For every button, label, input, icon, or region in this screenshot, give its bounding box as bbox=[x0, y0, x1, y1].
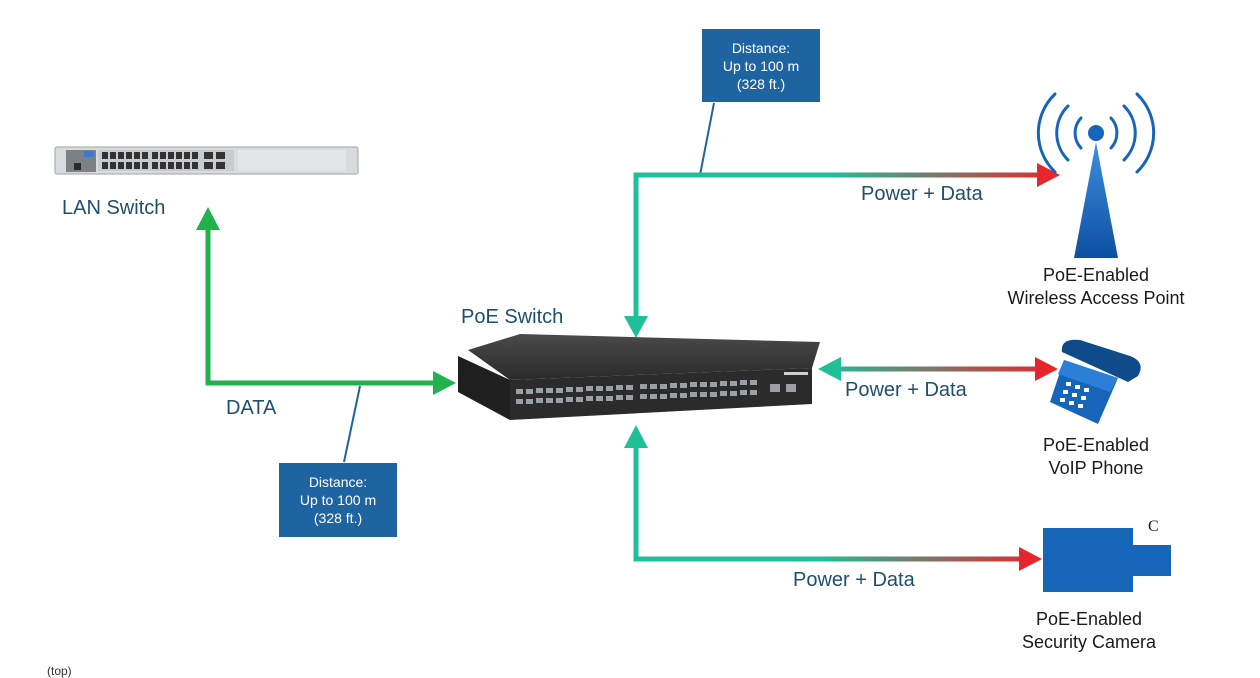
distance-note-bottom-line1: Distance: bbox=[308, 474, 368, 490]
voip-link-arrow-right bbox=[1035, 357, 1058, 381]
camera-mark: C bbox=[1148, 518, 1159, 535]
wap-label: PoE-Enabled Wireless Access Point bbox=[986, 264, 1206, 310]
wap-label-line1: PoE-Enabled bbox=[1042, 265, 1150, 285]
footer-caption: (top) bbox=[47, 664, 72, 678]
camera-link-arrow-up bbox=[624, 425, 648, 448]
power-link-camera bbox=[633, 446, 1022, 562]
voip-label-line2: VoIP Phone bbox=[1048, 458, 1144, 478]
wap-link-arrow-down bbox=[624, 316, 648, 338]
camera-label-line1: PoE-Enabled bbox=[1035, 609, 1143, 629]
voip-link-arrow-left bbox=[818, 357, 841, 381]
distance-note-bottom-line2: Up to 100 m bbox=[299, 492, 377, 508]
data-arrow-up bbox=[196, 207, 220, 230]
data-link bbox=[205, 228, 438, 386]
power-link-wap bbox=[633, 172, 1040, 318]
poe-switch-device bbox=[458, 334, 820, 420]
voip-link-label: Power + Data bbox=[845, 379, 967, 401]
distance-note-top-line1: Distance: bbox=[731, 39, 791, 56]
data-arrow-right bbox=[433, 371, 456, 395]
distance-note-top: Distance: Up to 100 m (328 ft.) bbox=[702, 29, 820, 102]
distance-note-bottom-line3: (328 ft.) bbox=[313, 510, 363, 526]
distance-leader-top bbox=[699, 102, 715, 176]
camera-link-arrow-right bbox=[1019, 547, 1042, 571]
voip-label: PoE-Enabled VoIP Phone bbox=[996, 434, 1196, 480]
distance-leader-bottom bbox=[343, 385, 361, 463]
wap-label-line2: Wireless Access Point bbox=[1007, 288, 1185, 308]
desk-phone-icon bbox=[1050, 339, 1141, 424]
distance-note-top-line2: Up to 100 m bbox=[722, 57, 800, 74]
security-camera-icon bbox=[1043, 528, 1171, 592]
voip-label-line1: PoE-Enabled bbox=[1042, 435, 1150, 455]
poe-switch-label: PoE Switch bbox=[461, 306, 564, 328]
wap-link-label: Power + Data bbox=[861, 183, 983, 205]
distance-note-bottom: Distance: Up to 100 m (328 ft.) bbox=[279, 463, 397, 537]
distance-note-top-line3: (328 ft.) bbox=[736, 75, 786, 92]
lan-switch-device bbox=[54, 146, 359, 175]
lan-switch-label: LAN Switch bbox=[62, 197, 166, 219]
wap-link-arrow-right bbox=[1037, 163, 1060, 187]
wireless-antenna-icon bbox=[1036, 92, 1156, 258]
camera-label: PoE-Enabled Security Camera bbox=[989, 608, 1189, 654]
camera-label-line2: Security Camera bbox=[1021, 632, 1157, 652]
data-link-label: DATA bbox=[226, 397, 277, 419]
camera-link-label: Power + Data bbox=[793, 569, 915, 591]
